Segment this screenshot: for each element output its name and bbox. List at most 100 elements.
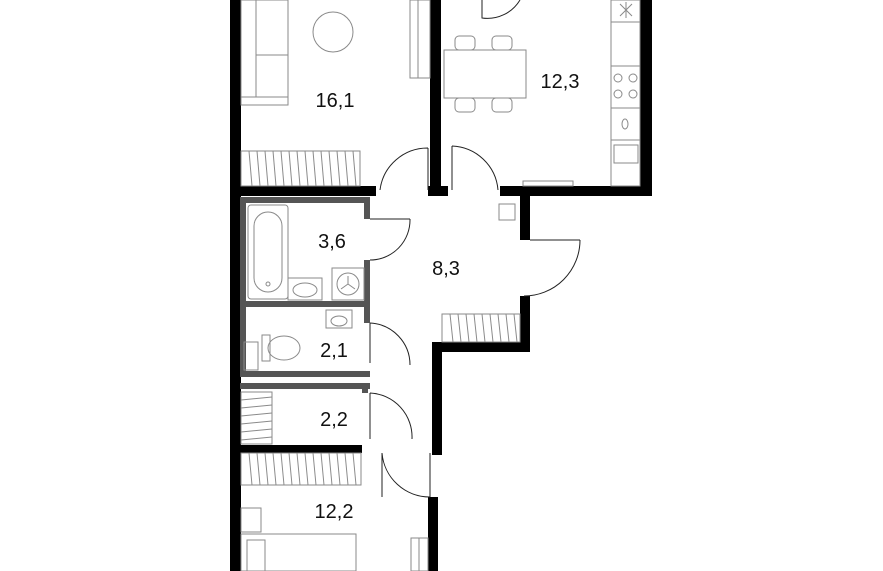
hatch-line bbox=[336, 150, 341, 187]
hatch-line bbox=[272, 150, 277, 187]
hatch-lines bbox=[248, 150, 357, 187]
partition-bath-top bbox=[240, 197, 370, 203]
sofa bbox=[240, 0, 289, 106]
wall-living-bottom bbox=[230, 186, 376, 196]
chair bbox=[454, 35, 476, 51]
hatch-line bbox=[272, 452, 277, 486]
hatch-line bbox=[264, 452, 269, 486]
storage-door bbox=[369, 392, 413, 440]
fridge-icon bbox=[619, 2, 633, 18]
tv-stand bbox=[409, 0, 431, 79]
partition-storage-right bbox=[362, 383, 368, 393]
washing-machine bbox=[331, 267, 365, 301]
hatch-line bbox=[344, 150, 349, 187]
nightstand bbox=[240, 507, 262, 533]
partition-toilet-bottom bbox=[240, 371, 370, 377]
room-area-hallway: 8,3 bbox=[432, 258, 460, 280]
hatch-lines bbox=[449, 313, 518, 343]
hatch-line bbox=[248, 150, 253, 187]
wall-kitchen-right bbox=[640, 0, 652, 196]
storage-shelf bbox=[240, 391, 273, 445]
room-area-storage: 2,2 bbox=[320, 409, 348, 431]
hatch-line bbox=[505, 313, 510, 343]
wall-corridor-right bbox=[432, 342, 442, 455]
hatch-line bbox=[513, 313, 518, 343]
stove-burner bbox=[628, 89, 638, 99]
kitchen-door bbox=[451, 145, 499, 191]
hatch-line bbox=[497, 313, 502, 343]
stove-burner bbox=[613, 73, 623, 83]
wall-left-outer bbox=[230, 0, 241, 571]
hatch-line bbox=[304, 452, 309, 486]
hatch-lines bbox=[240, 396, 273, 441]
hatch-line bbox=[320, 452, 325, 486]
bedroom-fixtures bbox=[240, 452, 429, 571]
toilet-door bbox=[369, 322, 411, 366]
bedroom-door bbox=[381, 452, 431, 498]
wall-living-kitchen bbox=[430, 0, 441, 190]
hatch-line bbox=[240, 436, 273, 441]
walls bbox=[230, 0, 652, 571]
kitchen-top-door bbox=[481, 0, 521, 19]
hatch-line bbox=[312, 150, 317, 187]
boiler bbox=[243, 341, 259, 371]
hatch-line bbox=[280, 150, 285, 187]
hatch-line bbox=[457, 313, 462, 343]
wall-hall-bottom bbox=[432, 342, 530, 352]
living-room-door bbox=[379, 147, 429, 191]
hatch-line bbox=[481, 313, 486, 343]
bathroom-fixtures bbox=[247, 204, 365, 301]
chair bbox=[491, 35, 513, 51]
hatch-line bbox=[256, 150, 261, 187]
partition-bath-right-b bbox=[364, 260, 370, 307]
hatch-line bbox=[240, 404, 273, 409]
partition-bath-left bbox=[240, 197, 246, 307]
toilet-sink bbox=[325, 309, 353, 329]
chair bbox=[491, 97, 513, 113]
coffee-table bbox=[312, 11, 354, 53]
hall-radiator bbox=[441, 313, 521, 343]
living-room-radiator bbox=[240, 150, 361, 187]
hatch-line bbox=[288, 150, 293, 187]
hall-cabinet bbox=[498, 203, 516, 221]
wall-hall-right-upper bbox=[520, 196, 530, 240]
hatch-line bbox=[248, 452, 253, 486]
partitions bbox=[240, 197, 370, 393]
hatch-line bbox=[240, 396, 273, 401]
hatch-line bbox=[296, 452, 301, 486]
hatch-line bbox=[240, 428, 273, 433]
room-labels: 16,1 12,3 3,6 8,3 2,1 2,2 12,2 bbox=[315, 71, 580, 523]
room-area-bedroom: 12,2 bbox=[315, 501, 354, 523]
hatch-line bbox=[473, 313, 478, 343]
hatch-line bbox=[344, 452, 349, 486]
kitchen-sink bbox=[621, 118, 629, 130]
kitchen-radiator bbox=[522, 180, 574, 187]
hallway-fixtures bbox=[441, 203, 521, 343]
hatch-line bbox=[352, 452, 357, 486]
room-area-kitchen: 12,3 bbox=[541, 71, 580, 93]
hatch-line bbox=[328, 150, 333, 187]
hatch-line bbox=[296, 150, 301, 187]
room-area-living-room: 16,1 bbox=[316, 90, 355, 112]
entrance-door bbox=[523, 239, 581, 297]
room-area-toilet: 2,1 bbox=[320, 340, 348, 362]
kitchen-counter bbox=[610, 0, 641, 187]
stove-burner bbox=[628, 73, 638, 83]
wardrobe bbox=[240, 452, 362, 486]
toilet-bowl bbox=[267, 335, 301, 361]
dining-table bbox=[443, 49, 527, 99]
wall-stub-center bbox=[428, 186, 448, 196]
partition-storage-top bbox=[240, 383, 370, 389]
partition-toilet-left bbox=[240, 307, 246, 377]
hatch-line bbox=[328, 452, 333, 486]
hatch-line bbox=[240, 420, 273, 425]
stove-burner bbox=[613, 89, 623, 99]
partition-toilet-right bbox=[364, 307, 370, 323]
chair bbox=[454, 97, 476, 113]
wall-hall-right-lower bbox=[520, 296, 530, 352]
hatch-line bbox=[449, 313, 454, 343]
toilet-tank bbox=[261, 334, 271, 362]
hatch-line bbox=[320, 150, 325, 187]
dishwasher bbox=[613, 144, 639, 164]
